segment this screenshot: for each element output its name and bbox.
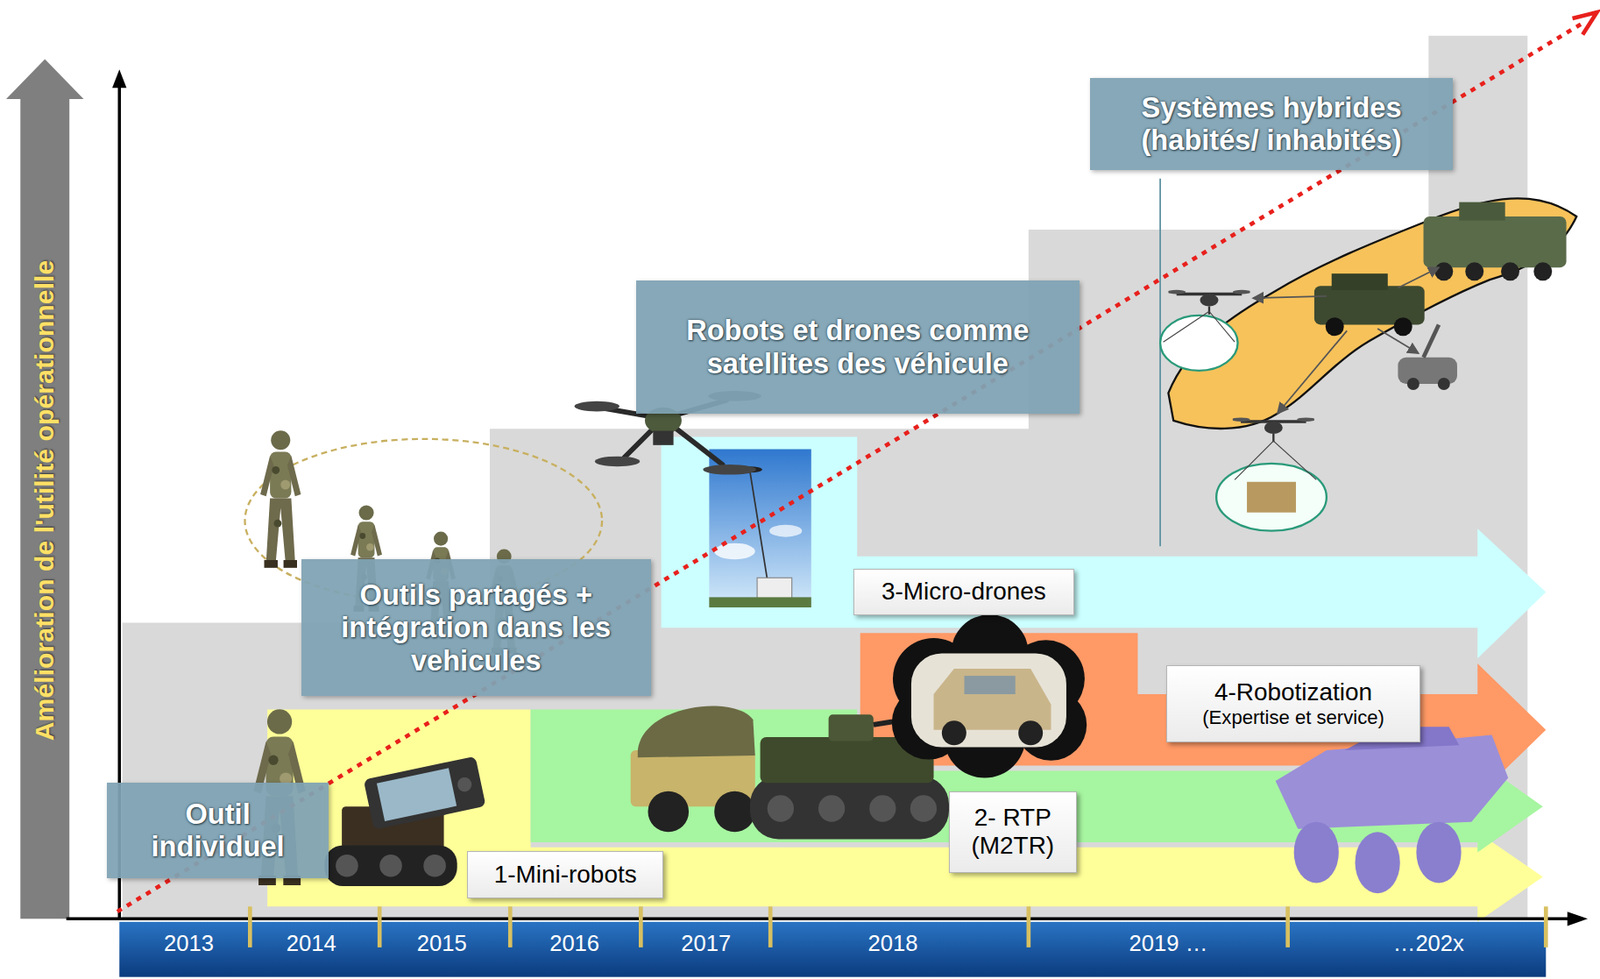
axis-title: Amélioration de l'utilité opérationnelle xyxy=(29,259,60,741)
year-label: 2013 xyxy=(163,930,214,956)
box-text: Systèmes hybrides (habités/ inhabités) xyxy=(1098,91,1445,157)
concept-box: Outils partagés + intégration dans les v… xyxy=(301,559,652,696)
concept-box: Outil individuel xyxy=(106,782,329,878)
concept-box: Robots et drones comme satellites des vé… xyxy=(636,280,1081,413)
box-text: 2- RTP (M2TR) xyxy=(956,803,1070,860)
band-label: 2- RTP (M2TR) xyxy=(948,791,1077,873)
box-text: 1-Mini-robots xyxy=(494,860,638,889)
box-text: Outil individuel xyxy=(115,797,320,864)
box-subtext: (Expertise et service) xyxy=(1202,706,1385,729)
band-label: 4-Robotization(Expertise et service) xyxy=(1166,665,1421,742)
band-label: 3-Micro-drones xyxy=(853,568,1076,616)
year-label: …202x xyxy=(1393,930,1465,956)
year-label: 2018 xyxy=(867,930,918,956)
year-label: 2016 xyxy=(549,930,600,956)
year-label: 2015 xyxy=(417,930,468,956)
year-label: 2019 … xyxy=(1129,930,1209,956)
year-label: 2017 xyxy=(680,930,731,956)
box-text: Outils partagés + intégration dans les v… xyxy=(310,578,643,678)
concept-box: Systèmes hybrides (habités/ inhabités) xyxy=(1090,77,1454,171)
box-text: 4-Robotization xyxy=(1214,678,1373,707)
band-label: 1-Mini-robots xyxy=(467,850,664,899)
year-label: 2014 xyxy=(286,930,337,956)
box-text: Robots et drones comme satellites des vé… xyxy=(644,313,1072,380)
box-text: 3-Micro-drones xyxy=(881,577,1047,606)
